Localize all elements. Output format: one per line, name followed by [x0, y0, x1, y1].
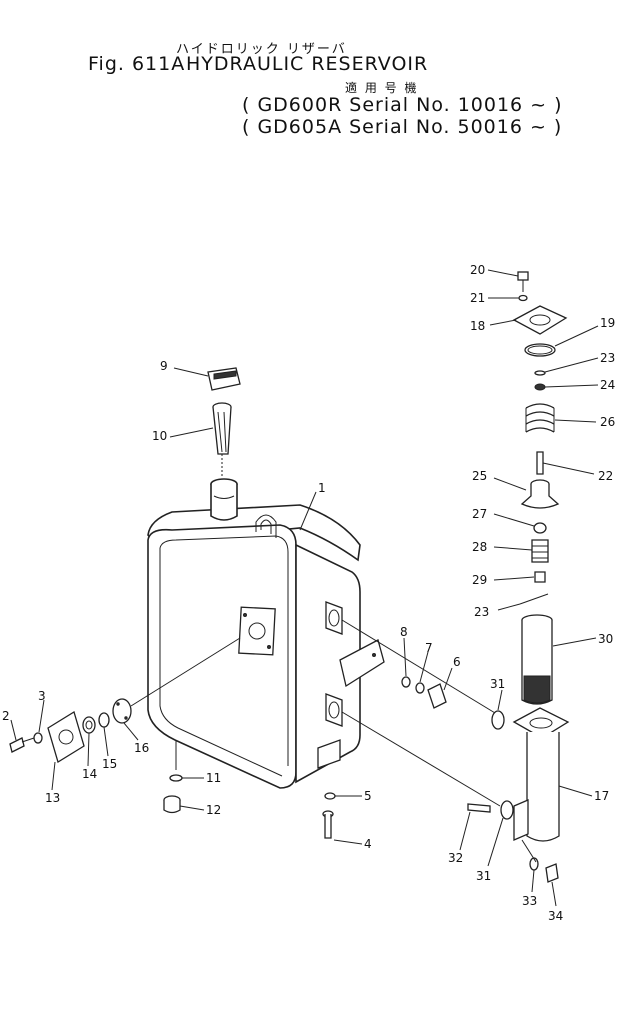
- callout-32: 32: [448, 851, 463, 865]
- callout-24: 24: [600, 378, 615, 392]
- callout-11: 11: [206, 771, 221, 785]
- callout-6: 6: [453, 655, 461, 669]
- callout-34: 34: [548, 909, 563, 923]
- serial-line-gd605a: ( GD605A Serial No. 50016 ~ ): [242, 116, 563, 138]
- callout-9: 9: [160, 359, 168, 373]
- callout-3: 3: [38, 689, 46, 703]
- callout-33: 33: [522, 894, 537, 908]
- callout-16: 16: [134, 741, 149, 755]
- callout-17: 17: [594, 789, 609, 803]
- callout-31b: 31: [476, 869, 491, 883]
- callout-7: 7: [425, 641, 433, 655]
- callout-8: 8: [400, 625, 408, 639]
- callout-28: 28: [472, 540, 487, 554]
- callouts: 1 2 3 4 5 6 7 8 9 10 11 12 13: [2, 263, 615, 923]
- callout-19: 19: [600, 316, 615, 330]
- callout-15: 15: [102, 757, 117, 771]
- callout-30: 30: [598, 632, 613, 646]
- callout-22: 22: [598, 469, 613, 483]
- left-cover-assembly: [9, 637, 241, 763]
- callout-23: 23: [600, 351, 615, 365]
- callout-4: 4: [364, 837, 372, 851]
- filler-cap-and-strainer: [207, 367, 241, 478]
- applicable-models-label: 適 用 号 機: [345, 81, 419, 95]
- callout-2: 2: [2, 709, 10, 723]
- serial-line-gd600r: ( GD600R Serial No. 10016 ~ ): [242, 94, 563, 116]
- callout-20: 20: [470, 263, 485, 277]
- callout-25: 25: [472, 469, 487, 483]
- callout-1: 1: [318, 481, 326, 495]
- callout-31: 31: [490, 677, 505, 691]
- filter-assembly: [467, 271, 570, 883]
- callout-21: 21: [470, 291, 485, 305]
- side-fittings: [341, 619, 501, 807]
- callout-29: 29: [472, 573, 487, 587]
- callout-10: 10: [152, 429, 167, 443]
- japanese-title: ハイドロリック リザーバ: [176, 42, 347, 57]
- callout-27: 27: [472, 507, 487, 521]
- reservoir-tank: [147, 478, 385, 789]
- drain-plug-and-bolts: [163, 774, 336, 839]
- callout-14: 14: [82, 767, 97, 781]
- figure-title: HYDRAULIC RESERVOIR: [186, 53, 429, 75]
- callout-23b: 23: [474, 605, 489, 619]
- callout-12: 12: [206, 803, 221, 817]
- callout-13: 13: [45, 791, 60, 805]
- callout-5: 5: [364, 789, 372, 803]
- figure-number: Fig. 611A: [88, 53, 186, 75]
- callout-26: 26: [600, 415, 615, 429]
- callout-18: 18: [470, 319, 485, 333]
